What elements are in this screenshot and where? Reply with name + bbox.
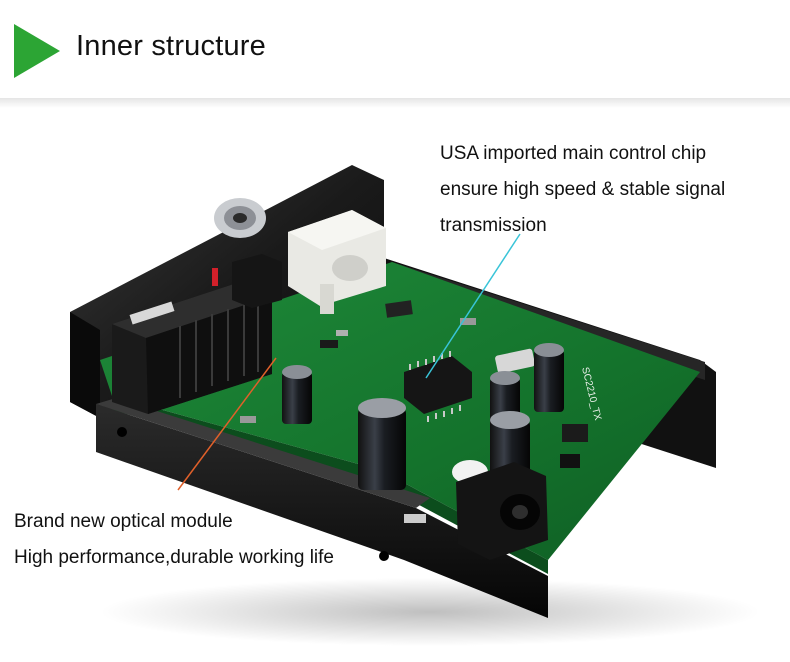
optical-callout-line <box>177 357 277 491</box>
chip-callout: USA imported main control chip ensure hi… <box>440 136 780 244</box>
page-title: Inner structure <box>76 30 266 62</box>
header: Inner structure <box>0 0 790 108</box>
optical-callout: Brand new optical module High performanc… <box>14 504 394 576</box>
chip-callout-line <box>425 233 521 379</box>
chip-callout-line-2: ensure high speed & stable signal <box>440 179 726 200</box>
header-divider <box>0 98 790 108</box>
play-triangle-icon <box>14 24 60 78</box>
optical-callout-line-1: Brand new optical module <box>14 511 233 532</box>
optical-callout-line-2: High performance,durable working life <box>14 547 334 568</box>
chip-callout-line-3: transmission <box>440 215 547 236</box>
chip-callout-line-1: USA imported main control chip <box>440 143 707 164</box>
